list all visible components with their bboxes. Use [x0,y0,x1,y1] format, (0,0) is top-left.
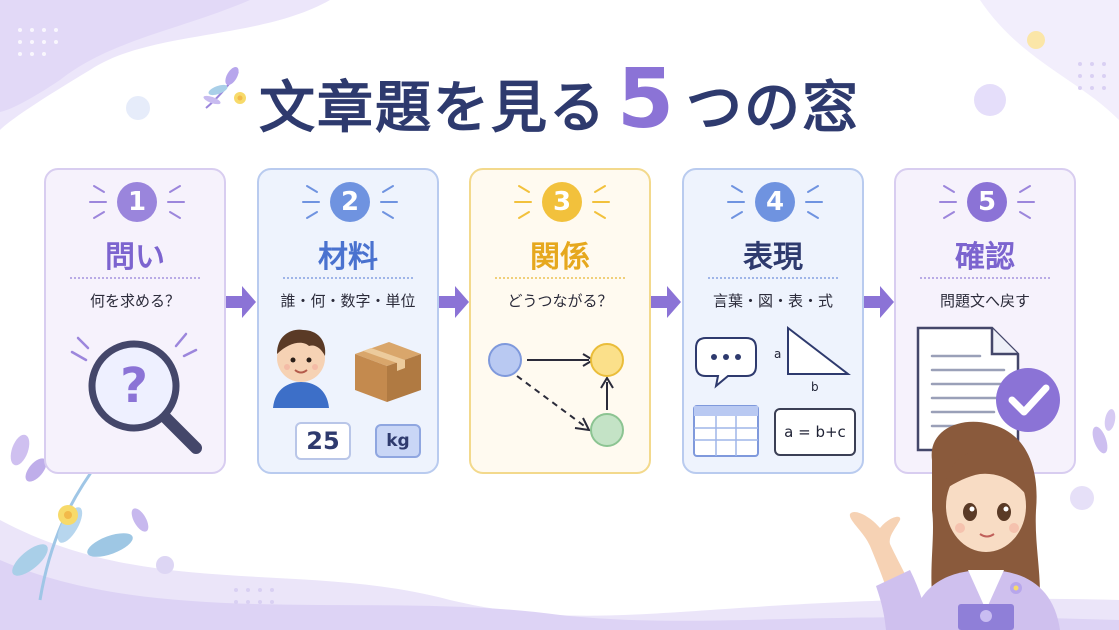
arrow-right-icon [864,286,894,318]
node-graph-icon [488,343,624,447]
page-title: 文章題を見る 5 つの窓 [0,52,1119,148]
right-leaf-icon [1092,409,1116,454]
card-subtitle: どうつながる？ [507,292,613,310]
flower-sprig-icon [203,66,246,109]
sparkle-rays-icon [514,185,610,219]
card-heading: 関係 [530,240,590,275]
sparkle-rays-icon [727,185,823,219]
value-tile: 25 [295,422,351,460]
step-badge: 3 [542,182,582,222]
card-subtitle: 言葉・図・表・式 [712,292,833,310]
svg-text:?: ? [120,358,148,414]
magnifier-question-icon: ? [70,332,202,454]
triangle-label-a: a [774,347,782,361]
window-card-relationships: 3 関係 どうつながる？ [469,168,651,474]
window-card-materials: 2 材料 誰・何・数字・単位 25 kg [257,168,439,474]
card-subtitle: 問題文へ戻す [939,292,1030,310]
divider [495,277,625,279]
arrow-right-icon [439,286,469,318]
card-heading: 表現 [743,240,803,275]
title-number: 5 [616,51,677,147]
step-badge: 1 [117,182,157,222]
card-heading: 問い [105,240,165,275]
divider [920,277,1050,279]
card-subtitle: 誰・何・数字・単位 [280,292,416,310]
divider [283,277,413,279]
divider [708,277,838,279]
sparkle-rays-icon [939,185,1035,219]
unit-tile: kg [375,424,421,458]
arrow-right-icon [651,286,681,318]
card-subtitle: 何を求める？ [89,292,180,310]
sparkle-rays-icon [89,185,185,219]
presenter-girl-illustration [849,421,1060,630]
window-card-representation: 4 表現 言葉・図・表・式 a b a = b+c [682,168,864,474]
boy-and-box-icon [273,329,421,408]
triangle-label-b: b [811,380,819,394]
document-check-icon [916,326,1060,452]
arrow-right-icon [226,286,256,318]
divider [70,277,200,279]
step-badge: 2 [330,182,370,222]
card-heading: 確認 [955,240,1015,275]
step-badge: 4 [755,182,795,222]
formula-box: a = b+c [774,408,856,456]
window-card-question: 1 問い 何を求める？ ? [44,168,226,474]
step-badge: 5 [967,182,1007,222]
card-heading: 材料 [318,240,378,275]
representations-icon [693,325,851,457]
sparkle-rays-icon [302,185,398,219]
title-prefix: 文章題を見る [258,75,607,141]
title-suffix: つの窓 [686,75,861,141]
